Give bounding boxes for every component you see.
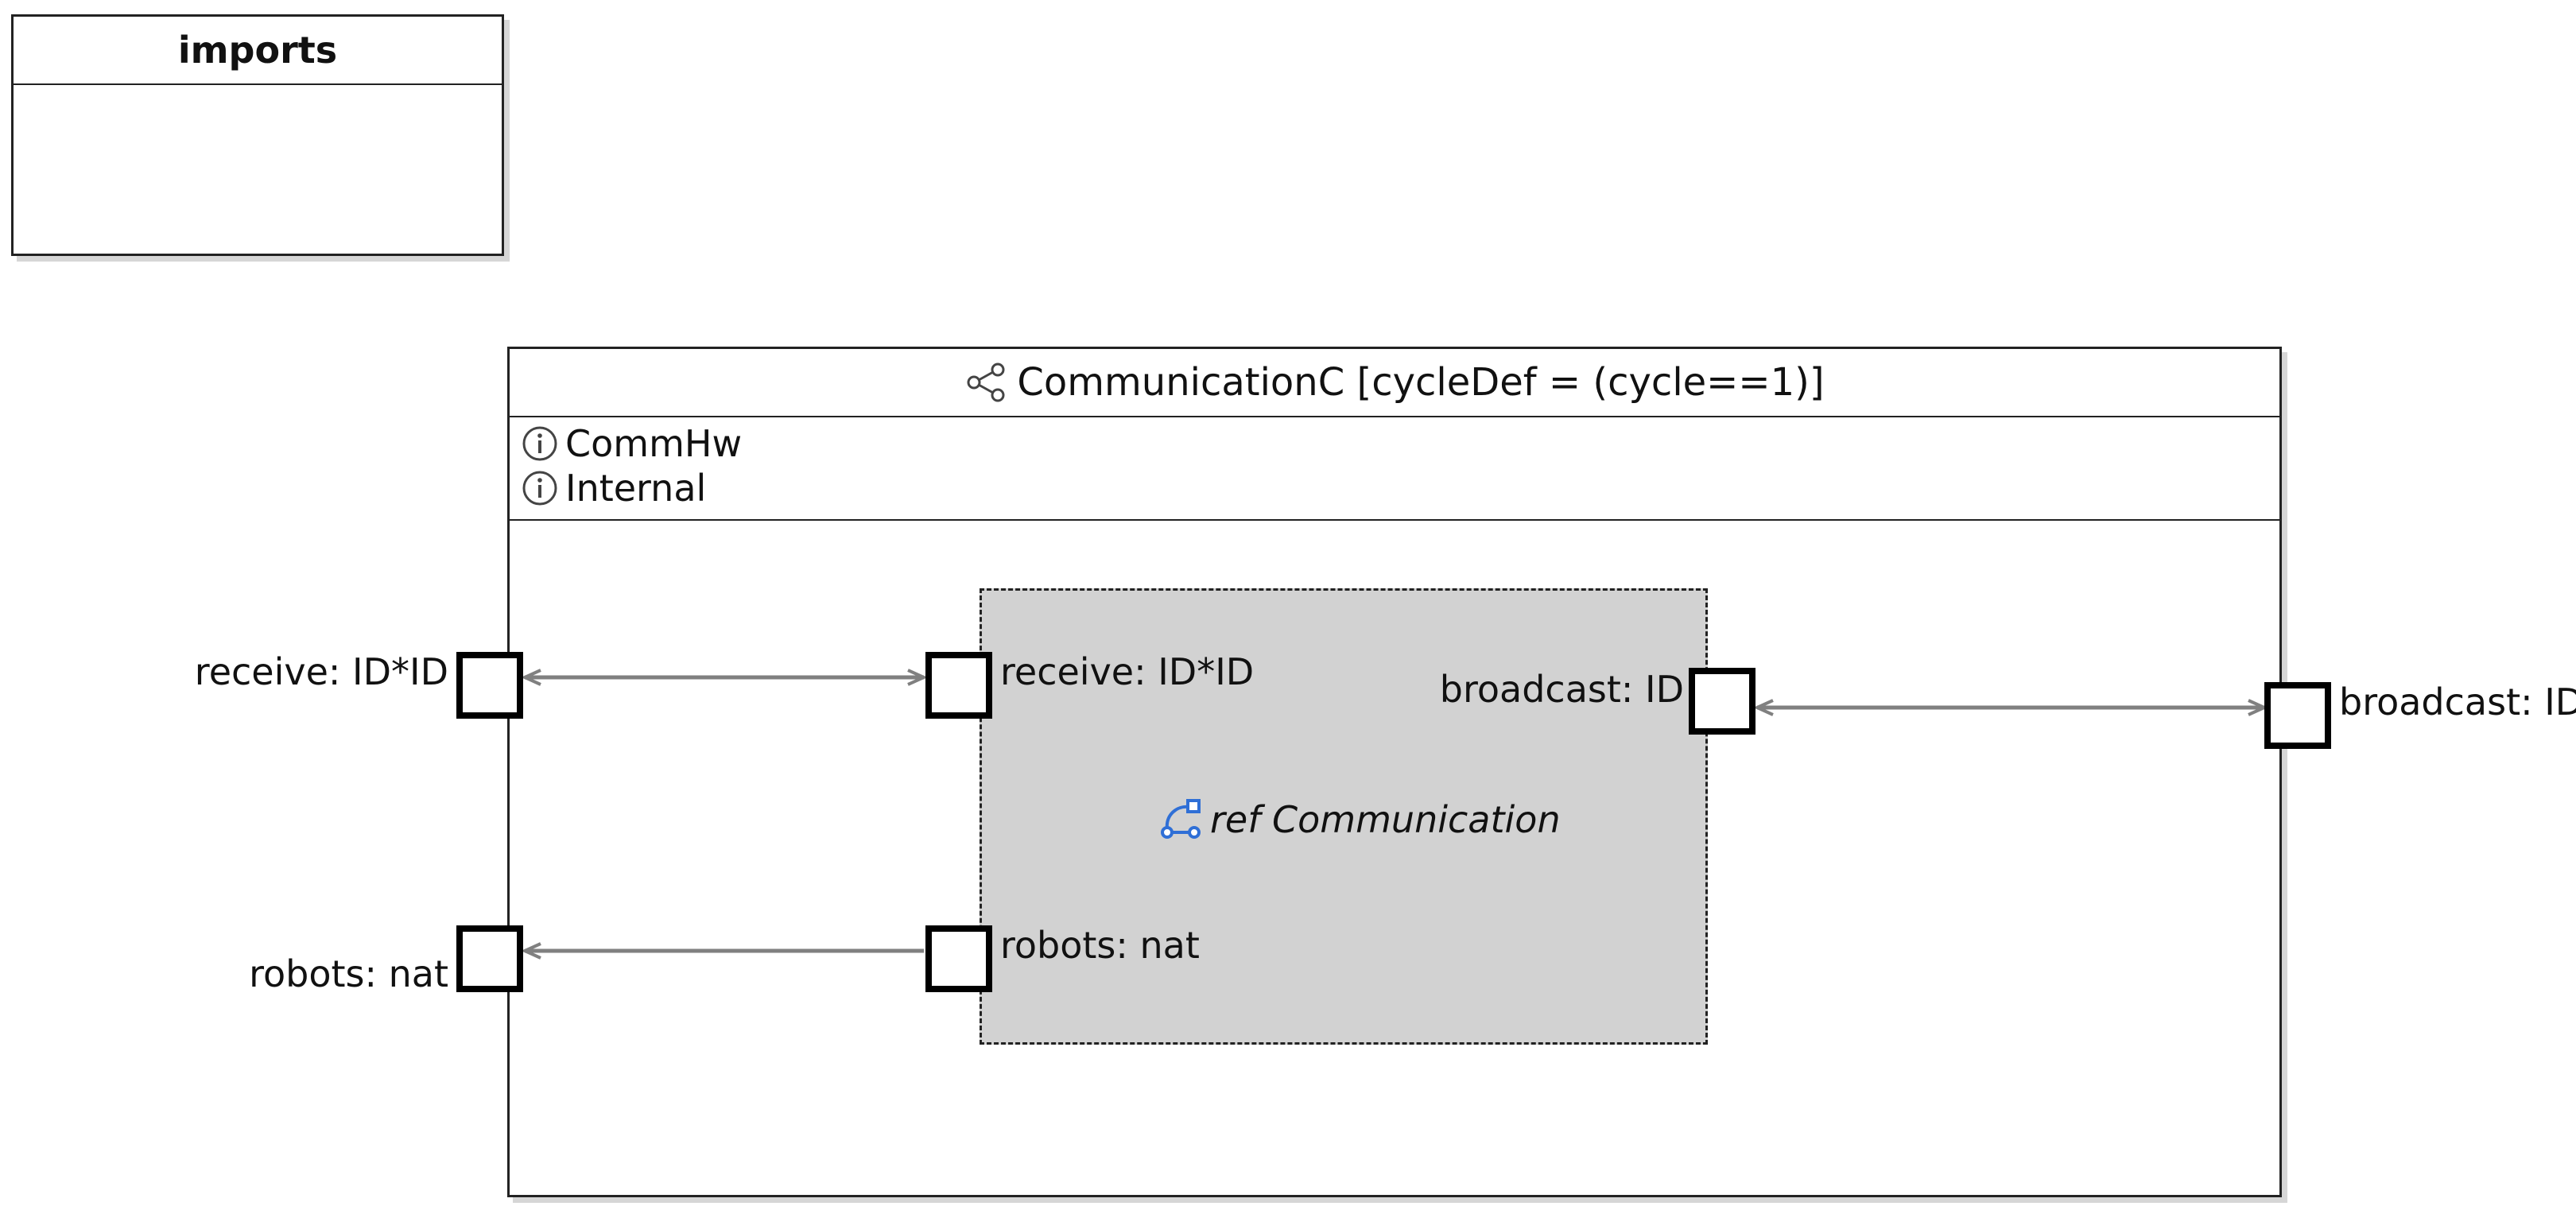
imports-box[interactable]: imports [11,14,504,256]
port-label-receive-outer: receive: ID*ID [194,650,448,693]
state-machine-ref-icon [1161,799,1201,839]
interface-row-internal[interactable]: Internal [521,467,706,510]
port-broadcast-outer[interactable] [2264,682,2331,749]
info-icon [522,426,557,461]
port-label-broadcast-inner: broadcast: ID [1439,668,1684,711]
interface-row-commhw[interactable]: CommHw [521,422,742,465]
port-label-broadcast-outer: broadcast: ID [2339,681,2576,723]
port-broadcast-inner[interactable] [1689,668,1755,735]
port-robots-inner[interactable] [925,925,992,992]
port-receive-outer[interactable] [456,652,523,719]
controller-header: CommunicationC [cycleDef = (cycle==1)] [510,349,2279,417]
imports-title: imports [14,17,502,85]
interface-label: Internal [565,467,707,510]
ref-title-label: ref Communication [1210,798,1561,841]
port-label-robots-inner: robots: nat [1000,924,1200,967]
port-label-robots-outer: robots: nat [249,952,448,995]
interfaces-compartment: CommHw Internal [510,417,2279,521]
ref-communication-block[interactable] [980,588,1708,1045]
share-node-icon [967,363,1005,402]
controller-title: CommunicationC [cycleDef = (cycle==1)] [1017,360,1825,405]
info-icon [522,471,557,506]
ref-title: ref Communication [1159,792,1561,847]
port-receive-inner[interactable] [925,652,992,719]
interface-label: CommHw [565,422,743,465]
port-robots-outer[interactable] [456,925,523,992]
port-label-receive-inner: receive: ID*ID [1000,650,1255,693]
